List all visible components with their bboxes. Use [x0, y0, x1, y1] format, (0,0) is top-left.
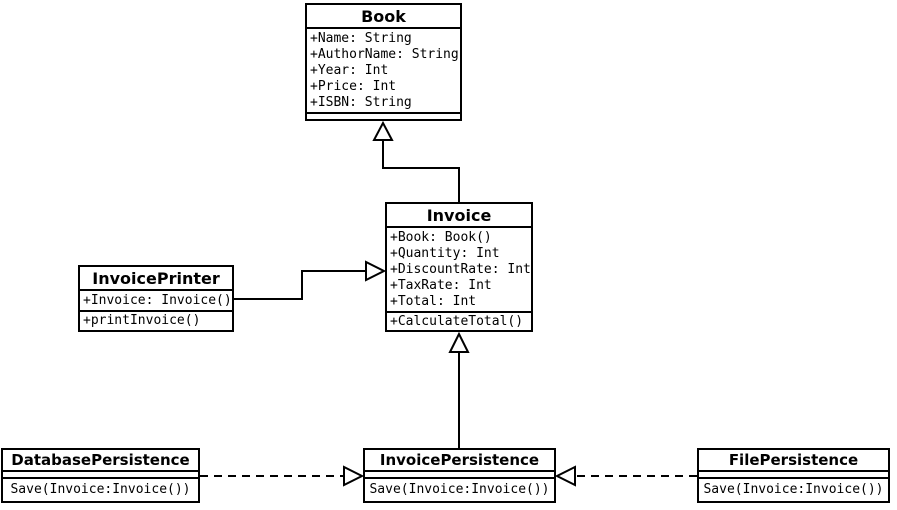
class-invoicepersistence: InvoicePersistence Save(Invoice:Invoice(… [363, 448, 556, 503]
attribute: +Book: Book() [390, 230, 492, 245]
class-databasepersistence-attributes-empty [3, 472, 198, 479]
class-invoicepersistence-attributes-empty [365, 472, 554, 479]
attribute: +Invoice: Invoice() [83, 292, 232, 308]
hollow-triangle-up-icon [448, 331, 470, 353]
attribute: +Year: Int [310, 63, 389, 78]
edge-databasepersistence-to-invoicepersistence [200, 465, 365, 487]
method: +printInvoice() [83, 313, 201, 328]
attribute: +TaxRate: Int [390, 278, 492, 293]
class-invoice-methods: +CalculateTotal() [387, 313, 531, 330]
method: Save(Invoice:Invoice()) [10, 482, 191, 497]
class-book-title: Book [307, 5, 460, 29]
edge-invoicepersistence-to-invoice [448, 331, 470, 448]
class-invoicepersistence-title: InvoicePersistence [365, 450, 554, 472]
attribute: +Price: Int [310, 79, 397, 94]
class-invoice-title: Invoice [387, 204, 531, 228]
class-book: Book +Name: String +AuthorName: String +… [305, 3, 462, 121]
method: Save(Invoice:Invoice()) [703, 482, 884, 497]
attribute: +Name: String [310, 31, 412, 46]
method: +CalculateTotal() [390, 313, 524, 329]
attribute: +DiscountRate: Int [390, 262, 531, 277]
method: Save(Invoice:Invoice()) [369, 482, 550, 497]
hollow-triangle-right-icon [343, 465, 365, 487]
edge-invoice-to-book [372, 120, 460, 203]
edge-invoiceprinter-to-invoice [233, 260, 387, 300]
hollow-triangle-up-icon [372, 120, 394, 141]
edge-filepersistence-to-invoicepersistence [554, 465, 697, 487]
class-invoiceprinter-title: InvoicePrinter [80, 267, 232, 291]
hollow-triangle-right-icon [365, 260, 387, 282]
class-filepersistence-attributes-empty [699, 472, 888, 479]
attribute: +Quantity: Int [390, 246, 500, 261]
class-filepersistence-title: FilePersistence [699, 450, 888, 472]
class-filepersistence-methods: Save(Invoice:Invoice()) [699, 479, 888, 501]
hollow-triangle-left-icon [554, 465, 576, 487]
class-invoice-attributes: +Book: Book() +Quantity: Int +DiscountRa… [387, 228, 531, 313]
class-databasepersistence-title: DatabasePersistence [3, 450, 198, 472]
attribute: +AuthorName: String [310, 47, 459, 62]
attribute: +ISBN: String [310, 95, 412, 110]
class-invoice: Invoice +Book: Book() +Quantity: Int +Di… [385, 202, 533, 332]
class-filepersistence: FilePersistence Save(Invoice:Invoice()) [697, 448, 890, 503]
class-invoiceprinter-attributes: +Invoice: Invoice() [80, 291, 232, 312]
class-book-attributes: +Name: String +AuthorName: String +Year:… [307, 29, 460, 114]
class-databasepersistence-methods: Save(Invoice:Invoice()) [3, 479, 198, 501]
class-invoiceprinter: InvoicePrinter +Invoice: Invoice() +prin… [78, 265, 234, 332]
class-invoiceprinter-methods: +printInvoice() [80, 312, 232, 330]
class-invoicepersistence-methods: Save(Invoice:Invoice()) [365, 479, 554, 501]
class-book-methods-empty [307, 114, 460, 119]
attribute: +Total: Int [390, 294, 477, 309]
class-databasepersistence: DatabasePersistence Save(Invoice:Invoice… [1, 448, 200, 503]
